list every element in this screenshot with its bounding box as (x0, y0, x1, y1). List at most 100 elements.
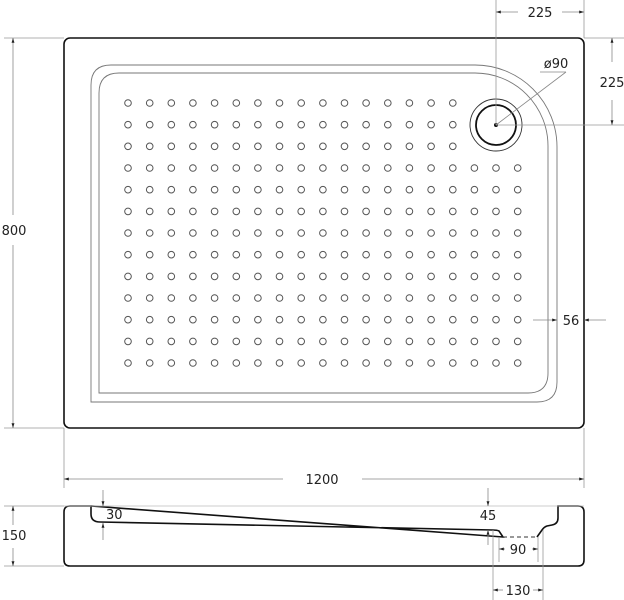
anti-slip-dot (210, 250, 219, 259)
anti-slip-dot (124, 272, 132, 281)
anti-slip-dot (449, 142, 457, 151)
anti-slip-dot (319, 164, 327, 172)
anti-slip-dot (145, 120, 154, 129)
anti-slip-dot (492, 185, 500, 194)
anti-slip-dot (167, 99, 176, 107)
anti-slip-dot (210, 294, 219, 302)
anti-slip-dot (124, 185, 132, 194)
side-profile (63, 505, 585, 567)
anti-slip-dot (297, 164, 306, 172)
anti-slip-dot (470, 359, 479, 367)
label-56: 56 (563, 314, 580, 329)
anti-slip-dot (232, 99, 241, 107)
anti-slip-dot (340, 120, 349, 129)
dim-drain-outer: 130 (492, 530, 544, 600)
anti-slip-dot (427, 272, 435, 281)
anti-slip-dot (232, 185, 241, 194)
anti-slip-dot (362, 99, 370, 107)
anti-slip-dot (513, 185, 522, 194)
anti-slip-dot (210, 185, 219, 194)
dim-height: 150 (2, 505, 64, 567)
anti-slip-dot (449, 250, 457, 259)
anti-slip-dot (254, 185, 262, 194)
anti-slip-dot (470, 337, 479, 346)
anti-slip-dot (384, 164, 392, 172)
anti-slip-dot (492, 337, 500, 346)
anti-slip-dot (405, 120, 414, 129)
dim-drain-inner: 90 (498, 537, 539, 562)
anti-slip-dot (340, 294, 349, 302)
anti-slip-dot (427, 142, 435, 151)
anti-slip-dot (124, 294, 132, 302)
anti-slip-dot (297, 229, 306, 237)
anti-slip-dot (449, 99, 457, 107)
anti-slip-dot (254, 207, 262, 216)
plan-view (63, 37, 585, 429)
anti-slip-dot (124, 337, 132, 346)
anti-slip-dot (362, 185, 370, 194)
anti-slip-dot (384, 207, 392, 216)
anti-slip-dot (145, 250, 154, 259)
anti-slip-dot (362, 164, 370, 172)
anti-slip-dot (232, 250, 241, 259)
anti-slip-dot (340, 315, 349, 324)
anti-slip-dot (513, 164, 522, 172)
dim-width: 1200 (63, 428, 585, 488)
anti-slip-dot (449, 337, 457, 346)
anti-slip-dot (275, 250, 284, 259)
anti-slip-dot (470, 250, 479, 259)
anti-slip-dot (470, 229, 479, 237)
anti-slip-dot (449, 164, 457, 172)
anti-slip-dot (384, 294, 392, 302)
anti-slip-dot (167, 229, 176, 237)
anti-slip-dot (427, 359, 435, 367)
anti-slip-dot (449, 229, 457, 237)
anti-slip-dot (167, 207, 176, 216)
anti-slip-dot (384, 99, 392, 107)
anti-slip-dot (449, 315, 457, 324)
anti-slip-dot (297, 294, 306, 302)
anti-slip-dot (340, 185, 349, 194)
anti-slip-dot (232, 229, 241, 237)
anti-slip-dot (232, 164, 241, 172)
anti-slip-dot (427, 294, 435, 302)
anti-slip-dot (145, 99, 154, 107)
anti-slip-dot (254, 120, 262, 129)
anti-slip-dot (210, 315, 219, 324)
label-30: 30 (106, 508, 123, 523)
anti-slip-dot (254, 142, 262, 151)
anti-slip-dot (254, 315, 262, 324)
anti-slip-dot (492, 207, 500, 216)
anti-slip-dot (470, 315, 479, 324)
anti-slip-dot (189, 120, 197, 129)
label-drain-diameter: ø90 (544, 57, 569, 72)
anti-slip-dot (405, 207, 414, 216)
anti-slip-dot (492, 315, 500, 324)
anti-slip-dot (124, 99, 132, 107)
drain-plan (469, 71, 567, 152)
anti-slip-dot (405, 315, 414, 324)
anti-slip-dot (340, 207, 349, 216)
anti-slip-dot (362, 120, 370, 129)
label-90: 90 (510, 543, 527, 558)
dim-drain-offset-y: 225 (496, 37, 624, 126)
anti-slip-dot (427, 164, 435, 172)
anti-slip-dot (232, 359, 241, 367)
dim-rim-depth-left: 30 (101, 490, 123, 540)
anti-slip-dot (362, 294, 370, 302)
anti-slip-dot (405, 250, 414, 259)
anti-slip-dot (145, 272, 154, 281)
anti-slip-dot (470, 207, 479, 216)
anti-slip-dot (167, 294, 176, 302)
anti-slip-dot (145, 185, 154, 194)
anti-slip-dot (145, 294, 154, 302)
anti-slip-dot (232, 337, 241, 346)
anti-slip-dot (384, 185, 392, 194)
anti-slip-dot (319, 272, 327, 281)
anti-slip-dot (167, 315, 176, 324)
side-section-view (63, 505, 585, 567)
anti-slip-dot (405, 359, 414, 367)
anti-slip-dot (124, 207, 132, 216)
anti-slip-dot (275, 272, 284, 281)
